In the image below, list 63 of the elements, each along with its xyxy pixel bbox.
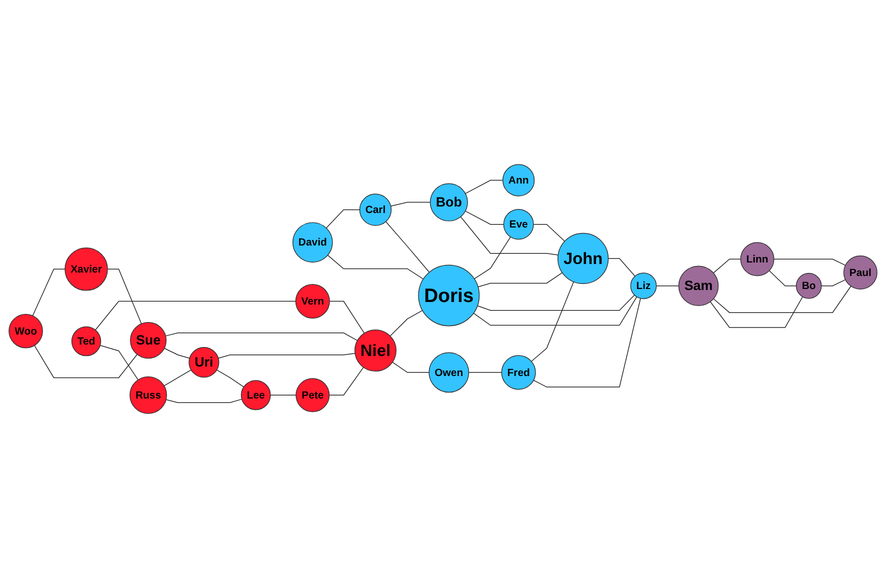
node-circle: Niel [354,330,396,372]
connector [465,210,504,225]
connector [166,398,242,403]
node-circle: Paul [843,255,878,290]
node-circle: Ann [502,164,535,196]
node-circle: Sam [678,266,719,306]
node-circle: Vern [295,284,330,319]
node-circle: Ted [71,326,102,356]
connector [164,370,192,386]
connector [821,279,846,286]
connector [390,202,431,207]
connector [32,268,66,316]
node-circle: Russ [130,376,168,414]
connector [713,286,852,313]
connector [107,268,142,324]
connector [34,345,138,378]
connector [608,258,636,277]
connector [460,216,558,256]
connector [473,296,638,326]
connector [165,332,358,341]
node-circle: Linn [740,242,774,276]
connector [468,372,502,373]
connector [713,258,742,274]
node-circle: Carl [359,194,392,226]
connector [533,224,566,242]
connector [327,254,424,280]
node-circle: Liz [630,272,657,300]
connector [533,298,641,388]
connector [656,285,680,286]
node-circle: Woo [8,314,43,348]
node-circle: Sue [130,322,167,359]
node-circle: Lee [240,380,271,410]
connector [95,300,296,330]
connector [164,348,190,359]
connector [478,272,563,288]
node-circle: Doris [418,264,480,326]
connector [218,352,356,359]
connector [474,236,511,280]
connector [465,180,504,194]
node-circle: Bob [430,183,468,222]
connector [328,366,364,396]
connector [390,310,423,336]
connector [774,258,846,266]
connector [392,362,430,373]
node-circle: Eve [503,209,534,240]
connector [270,394,296,396]
node-circle: Uri [188,347,220,378]
node-circle: John [558,232,609,284]
node-circle: Pete [296,378,330,412]
connector [768,270,797,286]
node-circle: Xavier [64,248,108,291]
connector [477,294,635,311]
connector [329,300,365,334]
node-circle: David [292,222,333,263]
node-circle: Fred [501,355,536,390]
connector [216,370,244,388]
connector [710,296,803,328]
node-circle: Owen [428,352,470,393]
connector [531,281,574,362]
node-circle: Bo [796,272,822,299]
connector [100,345,138,380]
connector [326,209,360,228]
connector [385,221,430,273]
